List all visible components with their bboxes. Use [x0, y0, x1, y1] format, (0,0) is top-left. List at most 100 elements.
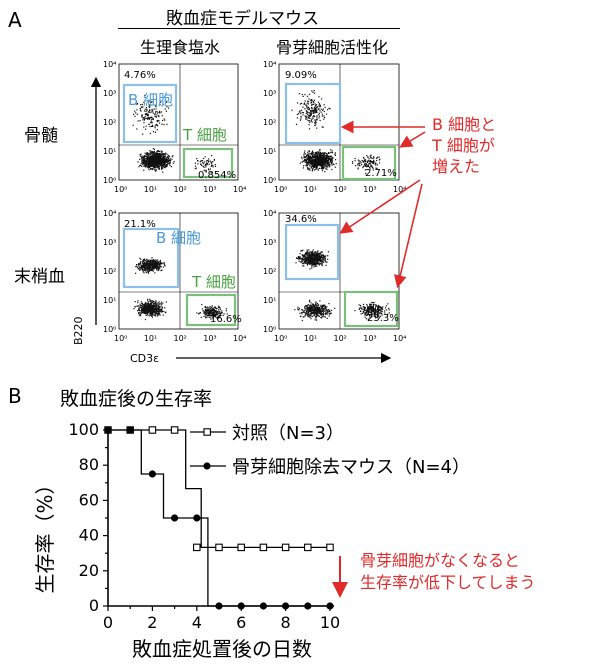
scatter-dot — [300, 258, 302, 260]
scatter-dot — [318, 264, 320, 266]
scatter-dot — [306, 95, 309, 97]
scatter-dot — [223, 313, 225, 315]
scatter-dot — [205, 166, 207, 168]
scatter-dot — [297, 102, 299, 104]
scatter-dot — [373, 314, 375, 316]
scatter-dot — [152, 270, 154, 272]
scatter-dot — [362, 161, 364, 163]
scatter-dot — [322, 167, 324, 169]
scatter-dot — [317, 256, 319, 259]
scatter-dot — [143, 159, 145, 161]
scatter-dot — [308, 249, 310, 251]
scatter-dot — [144, 265, 146, 268]
scatter-dot — [308, 163, 310, 165]
scatter-dot — [156, 262, 158, 264]
scatter-dot — [312, 159, 314, 161]
scatter-dot — [147, 115, 149, 117]
scatter-dot — [306, 156, 308, 158]
scatter-dot — [147, 164, 150, 166]
scatter-dot — [138, 310, 140, 312]
scatter-dot — [304, 150, 306, 152]
scatter-dot — [151, 257, 153, 259]
scatter-dot — [319, 260, 321, 262]
scatter-dot — [316, 119, 318, 121]
scatter-dot — [319, 257, 321, 259]
scatter-dot — [143, 117, 145, 119]
scatter-dot — [158, 153, 160, 155]
scatter-dot — [150, 155, 152, 157]
scatter-dot — [316, 159, 318, 161]
scatter-dot — [153, 159, 155, 161]
scatter-dot — [159, 264, 161, 266]
scatter-dot — [210, 171, 212, 173]
scatter-dot — [143, 304, 145, 306]
scatter-dot — [143, 157, 145, 159]
scatter-dot — [324, 160, 326, 162]
scatter-dot — [147, 304, 149, 306]
scatter-dot — [321, 98, 323, 100]
scatter-dot — [310, 309, 312, 311]
scatter-dot — [310, 254, 312, 256]
scatter-dot — [381, 313, 383, 315]
scatter-dot — [312, 110, 314, 112]
scatter-dot — [357, 167, 359, 169]
scatter-dot — [319, 308, 321, 310]
scatter-dot — [361, 308, 363, 310]
scatter-dot — [146, 262, 148, 264]
scatter-dot — [312, 116, 314, 118]
scatter-dot — [167, 163, 169, 165]
scatter-dot — [152, 151, 154, 153]
scatter-dot — [328, 164, 330, 166]
scatter-dot — [322, 257, 324, 259]
scatter-dot — [304, 262, 306, 264]
scatter-dot — [316, 313, 318, 315]
scatter-dot — [312, 163, 314, 165]
scatter-dot — [161, 123, 163, 125]
scatter-dot — [222, 314, 224, 317]
scatter-dot — [141, 159, 143, 161]
scatter-dot — [324, 310, 326, 312]
scatter-dot — [362, 306, 364, 308]
scatter-dot — [309, 314, 311, 316]
scatter-dot — [325, 306, 327, 308]
scatter-dot — [154, 308, 156, 310]
scatter-dot — [375, 311, 377, 313]
scatter-dot — [156, 259, 158, 261]
scatter-dot — [301, 158, 303, 160]
scatter-dot — [156, 160, 158, 162]
scatter-dot — [148, 269, 150, 271]
scatter-dot — [316, 107, 318, 109]
scatter-dot — [296, 113, 298, 116]
scatter-dot — [334, 152, 336, 154]
scatter-dot — [309, 163, 311, 165]
scatter-dot — [142, 161, 144, 163]
scatter-dot — [153, 148, 156, 150]
scatter-dot — [161, 153, 164, 155]
scatter-dot — [316, 111, 318, 114]
scatter-dot — [151, 101, 153, 103]
scatter-dot — [152, 263, 154, 265]
scatter-dot — [160, 161, 162, 163]
scatter-dot — [309, 162, 311, 164]
scatter-dot — [171, 156, 173, 158]
scatter-dot — [145, 264, 147, 266]
scatter-dot — [141, 305, 143, 307]
scatter-dot — [141, 160, 143, 163]
scatter-dot — [326, 312, 328, 314]
scatter-dot — [149, 132, 151, 135]
scatter-dot — [327, 161, 330, 163]
scatter-dot — [384, 310, 386, 312]
scatter-dot — [162, 154, 164, 156]
scatter-dot — [371, 166, 373, 168]
t-cell-label: T 細胞 — [182, 126, 227, 144]
scatter-dot — [331, 163, 333, 165]
scatter-dot — [214, 307, 217, 309]
scatter-dot — [164, 108, 166, 110]
scatter-dot — [310, 257, 312, 259]
scatter-dot — [164, 307, 166, 309]
scatter-dot — [199, 161, 201, 163]
scatter-dot — [372, 169, 374, 171]
scatter-dot — [303, 153, 305, 155]
scatter-dot — [156, 308, 158, 310]
scatter-dot — [388, 312, 390, 314]
